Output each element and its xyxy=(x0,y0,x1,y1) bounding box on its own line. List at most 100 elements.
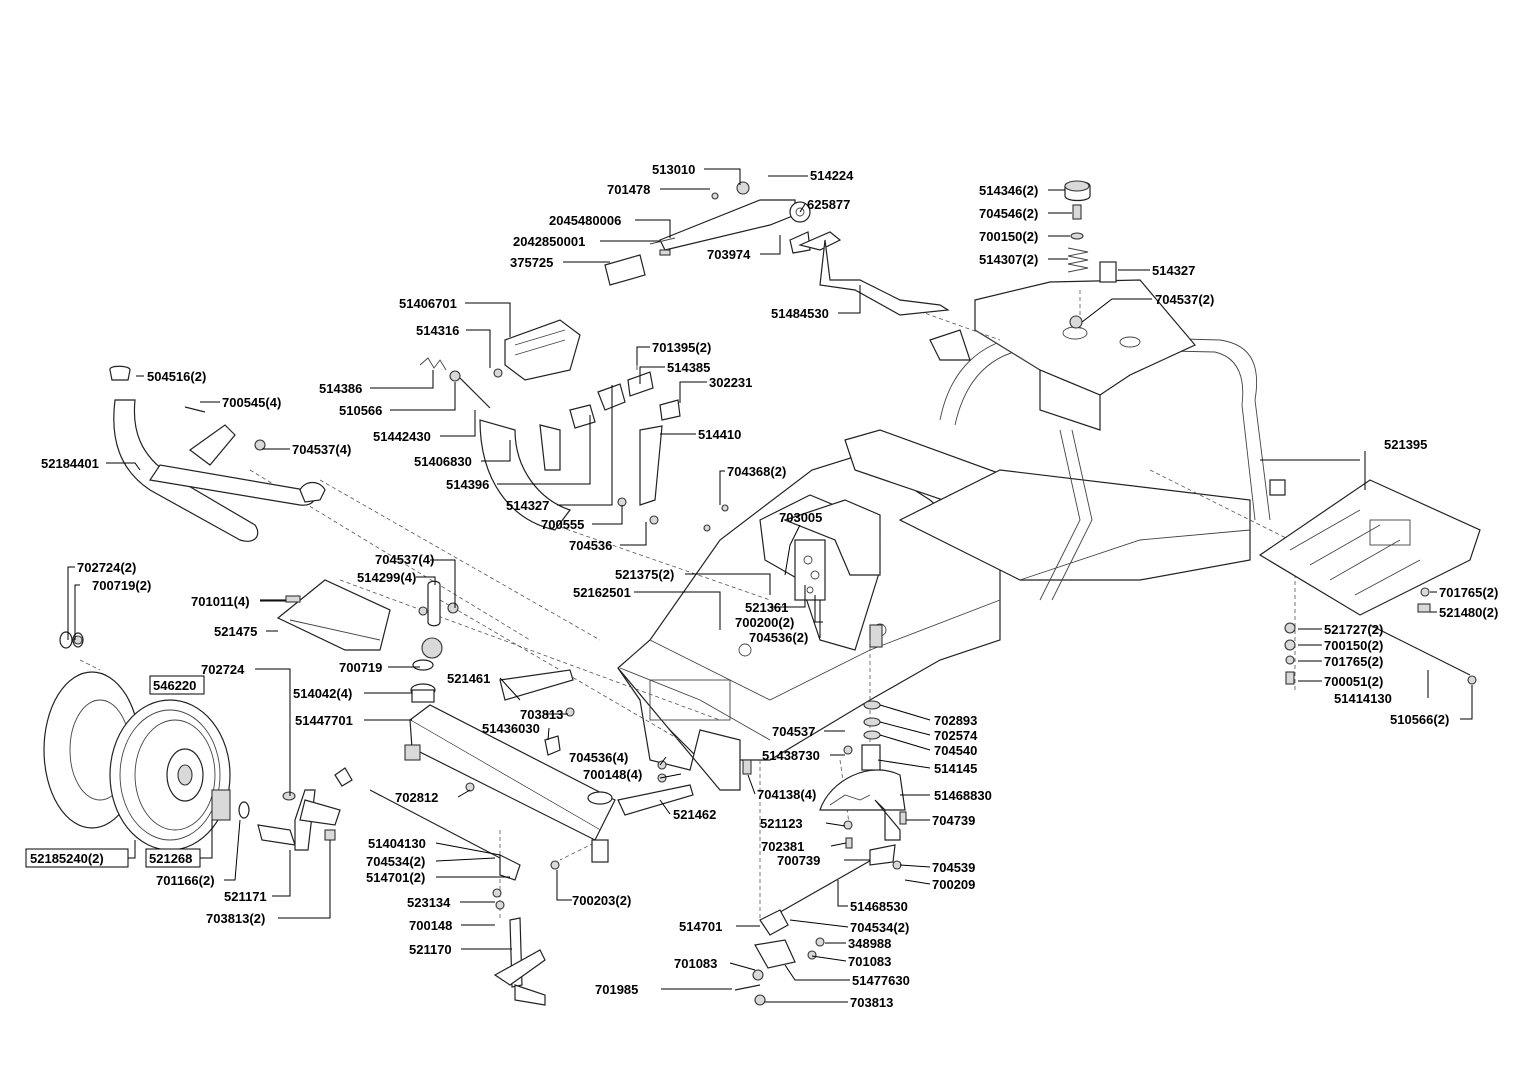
label-514396: 514396 xyxy=(446,477,489,492)
front-bumper xyxy=(109,365,326,542)
label-700150: 700150(2) xyxy=(979,229,1038,244)
label-514385: 514385 xyxy=(667,360,710,375)
label-704534-a: 704534(2) xyxy=(366,854,425,869)
step-plate xyxy=(260,579,459,651)
label-521268: 521268 xyxy=(149,851,192,866)
label-701166: 701166(2) xyxy=(156,873,215,888)
boxed-label-frames xyxy=(25,675,205,868)
label-521395: 521395 xyxy=(1384,437,1427,452)
label-704539: 704539 xyxy=(932,860,975,875)
label-51438730: 51438730 xyxy=(762,748,820,763)
label-510566: 510566 xyxy=(339,403,382,418)
label-702574: 702574 xyxy=(934,728,978,743)
spindles xyxy=(257,789,546,1006)
label-523134: 523134 xyxy=(407,895,451,910)
label-514410: 514410 xyxy=(698,427,741,442)
label-504516: 504516(2) xyxy=(147,369,206,384)
steering-linkage xyxy=(73,504,1477,1006)
label-514346: 514346(2) xyxy=(979,183,1038,198)
label-704138: 704138(4) xyxy=(757,787,816,802)
label-701478: 701478 xyxy=(607,182,650,197)
label-51442430: 51442430 xyxy=(373,429,431,444)
label-701011: 701011(4) xyxy=(191,594,250,609)
label-702893: 702893 xyxy=(934,713,977,728)
label-514316: 514316 xyxy=(416,323,459,338)
rear-plate-521395 xyxy=(1258,479,1481,616)
label-701765-b: 701765(2) xyxy=(1324,654,1383,669)
label-52162501: 52162501 xyxy=(573,585,631,600)
label-702724: 702724 xyxy=(201,662,245,677)
label-514327-pedal: 514327 xyxy=(506,498,549,513)
front-axle xyxy=(404,659,694,863)
label-514386: 514386 xyxy=(319,381,362,396)
part-number-labels: 513010 514224 701478 625877 2045480006 2… xyxy=(30,162,1498,1010)
label-51404130: 51404130 xyxy=(368,836,426,851)
front-wheels xyxy=(43,631,250,851)
label-521727: 521727(2) xyxy=(1324,622,1383,637)
label-514042: 514042(4) xyxy=(293,686,352,701)
label-704534-b: 704534(2) xyxy=(850,920,909,935)
label-514224: 514224 xyxy=(810,168,854,183)
brake-lever-assembly xyxy=(604,181,950,316)
label-521171: 521171 xyxy=(224,889,267,904)
label-701083-b: 701083 xyxy=(848,954,891,969)
label-700051: 700051(2) xyxy=(1324,674,1383,689)
label-704537-seat: 704537(2) xyxy=(1155,292,1214,307)
label-546220: 546220 xyxy=(153,678,196,693)
label-2045480006: 2045480006 xyxy=(549,213,621,228)
label-704739: 704739 xyxy=(932,813,975,828)
label-704537-4: 704537(4) xyxy=(375,552,434,567)
label-700719-2: 700719(2) xyxy=(92,578,151,593)
label-521475: 521475 xyxy=(214,624,257,639)
label-375725: 375725 xyxy=(510,255,553,270)
label-521461: 521461 xyxy=(447,671,490,686)
label-514701-2: 514701(2) xyxy=(366,870,425,885)
label-510566-2: 510566(2) xyxy=(1390,712,1449,727)
label-302231: 302231 xyxy=(709,375,752,390)
label-704540: 704540 xyxy=(934,743,977,758)
label-700150-rear: 700150(2) xyxy=(1324,638,1383,653)
label-700200: 700200(2) xyxy=(735,615,794,630)
label-521480: 521480(2) xyxy=(1439,605,1498,620)
label-521361: 521361 xyxy=(745,600,788,615)
label-51436030: 51436030 xyxy=(482,721,540,736)
label-704368: 704368(2) xyxy=(727,464,786,479)
label-514145: 514145 xyxy=(934,761,977,776)
label-704537: 704537 xyxy=(772,724,815,739)
label-51477630: 51477630 xyxy=(852,973,910,988)
leader-lines xyxy=(67,168,1473,1003)
seat-spring-assembly xyxy=(1064,180,1117,329)
label-700203: 700203(2) xyxy=(572,893,631,908)
label-514307: 514307(2) xyxy=(979,252,1038,267)
label-514299: 514299(4) xyxy=(357,570,416,585)
label-701395: 701395(2) xyxy=(652,340,711,355)
label-700555: 700555 xyxy=(541,517,584,532)
label-521462: 521462 xyxy=(673,807,716,822)
label-348988: 348988 xyxy=(848,936,891,951)
label-514701: 514701 xyxy=(679,919,722,934)
label-521123: 521123 xyxy=(760,816,803,831)
label-703974: 703974 xyxy=(707,247,751,262)
label-514327-seat: 514327 xyxy=(1152,263,1195,278)
label-51406701: 51406701 xyxy=(399,296,457,311)
label-701765-a: 701765(2) xyxy=(1439,585,1498,600)
label-704537-bumper: 704537(4) xyxy=(292,442,351,457)
label-702381: 702381 xyxy=(761,839,804,854)
label-704546: 704546(2) xyxy=(979,206,1038,221)
label-701985: 701985 xyxy=(595,982,638,997)
label-51406830: 51406830 xyxy=(414,454,472,469)
label-700545: 700545(4) xyxy=(222,395,281,410)
label-51468830: 51468830 xyxy=(934,788,992,803)
label-2042850001: 2042850001 xyxy=(513,234,585,249)
label-700739: 700739 xyxy=(777,853,820,868)
label-700719: 700719 xyxy=(339,660,382,675)
label-701083-a: 701083 xyxy=(674,956,717,971)
label-700148: 700148 xyxy=(409,918,452,933)
label-700148-4: 700148(4) xyxy=(583,767,642,782)
label-51447701: 51447701 xyxy=(295,713,353,728)
label-521375: 521375(2) xyxy=(615,567,674,582)
label-703813-2: 703813(2) xyxy=(206,911,265,926)
label-702724-2: 702724(2) xyxy=(77,560,136,575)
